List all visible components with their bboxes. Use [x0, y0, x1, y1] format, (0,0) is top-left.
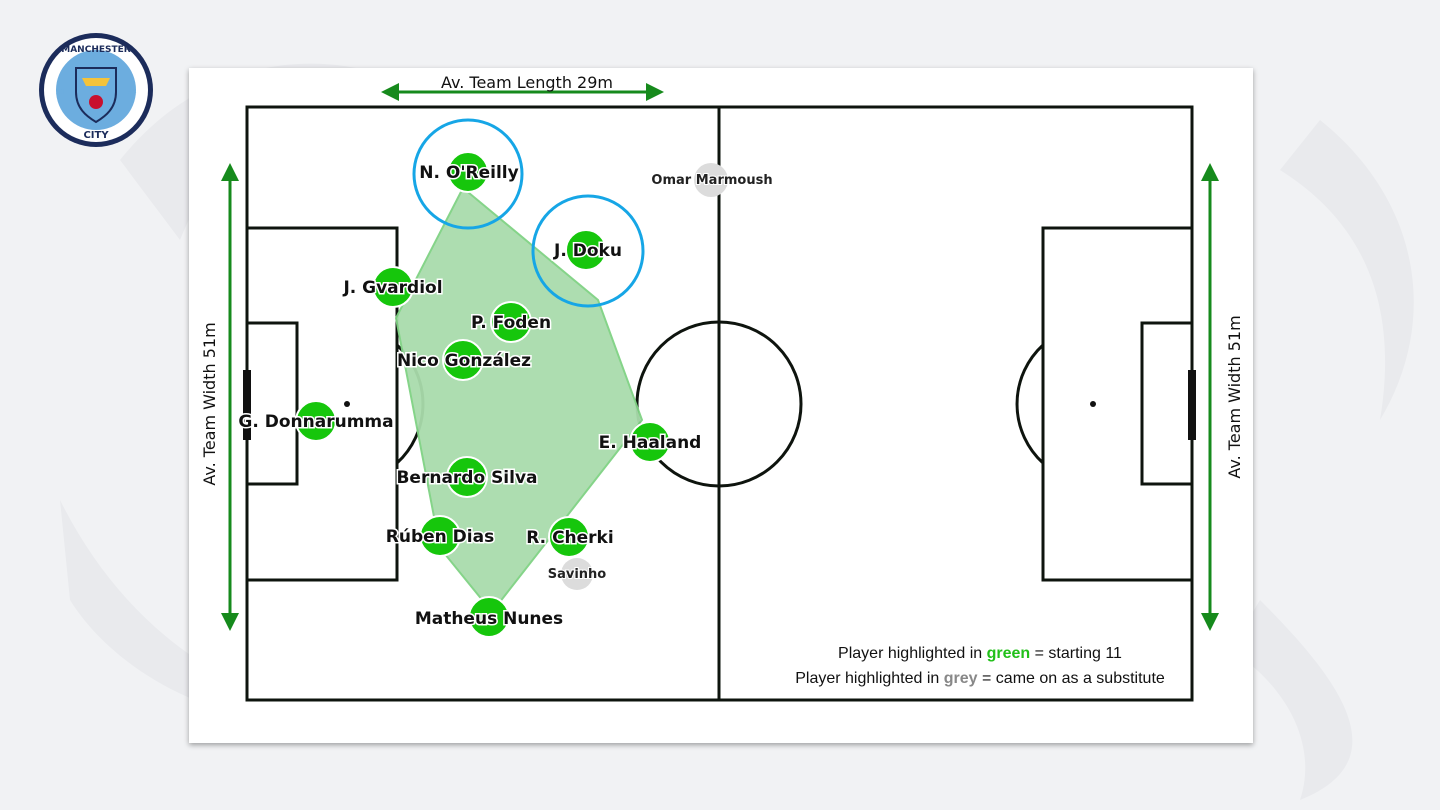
- player-marker[interactable]: J. Doku: [552, 229, 623, 271]
- player-marker[interactable]: G. Donnarumma: [237, 400, 395, 442]
- legend-text: = starting 11: [1030, 645, 1122, 662]
- logo-year-left: 18: [56, 88, 65, 96]
- player-marker[interactable]: N. O'Reilly: [418, 151, 520, 193]
- player-marker[interactable]: J. Gvardiol: [341, 266, 444, 308]
- team-width-label-right: Av. Team Width 51m: [1225, 315, 1244, 478]
- legend-starters: Player highlighted in green = starting 1…: [760, 641, 1200, 666]
- player-marker[interactable]: R. Cherki: [525, 516, 615, 558]
- player-marker[interactable]: Matheus Nunes: [413, 596, 565, 638]
- legend-text: = came on as a substitute: [977, 670, 1165, 687]
- player-name: E. Haaland: [599, 433, 702, 453]
- legend-grey-key: grey: [943, 670, 978, 687]
- legend-text: Player highlighted in: [795, 670, 944, 687]
- legend-green-key: green: [986, 645, 1031, 662]
- highlight-ring: [531, 194, 645, 308]
- logo-text-bottom: CITY: [83, 130, 109, 141]
- player-marker[interactable]: Rúben Dias: [384, 515, 496, 557]
- pitch-markings: [243, 105, 1196, 702]
- team-width-label-left: Av. Team Width 51m: [200, 322, 219, 485]
- player-name: J. Doku: [553, 241, 622, 261]
- player-marker[interactable]: P. Foden: [469, 301, 553, 343]
- player-name: R. Cherki: [526, 528, 613, 548]
- player-name: Rúben Dias: [386, 527, 494, 547]
- player-marker[interactable]: Bernardo Silva: [395, 456, 539, 498]
- legend-substitutes: Player highlighted in grey = came on as …: [760, 666, 1200, 691]
- club-logo: MANCHESTER CITY 18 94: [39, 33, 153, 147]
- player-name: Omar Marmoush: [651, 173, 772, 188]
- player-name: Nico González: [397, 351, 531, 371]
- player-name: Bernardo Silva: [396, 468, 537, 488]
- player-name: Matheus Nunes: [415, 609, 563, 629]
- player-marker[interactable]: Nico González: [395, 339, 533, 381]
- highlight-ring: [412, 118, 524, 230]
- player-name: P. Foden: [471, 313, 551, 333]
- legend-text: Player highlighted in: [838, 645, 987, 662]
- player-name: G. Donnarumma: [238, 412, 393, 432]
- logo-text-top: MANCHESTER: [61, 45, 131, 55]
- substitute-marker[interactable]: Omar Marmoush: [650, 163, 774, 197]
- logo-year-right: 94: [128, 88, 137, 96]
- substitute-marker[interactable]: Savinho: [547, 558, 607, 590]
- player-name: N. O'Reilly: [419, 163, 518, 183]
- legend: Player highlighted in green = starting 1…: [760, 641, 1200, 691]
- player-name: Savinho: [548, 567, 607, 582]
- team-length-label: Av. Team Length 29m: [441, 73, 613, 92]
- player-name: J. Gvardiol: [342, 278, 442, 298]
- player-marker[interactable]: E. Haaland: [597, 421, 703, 463]
